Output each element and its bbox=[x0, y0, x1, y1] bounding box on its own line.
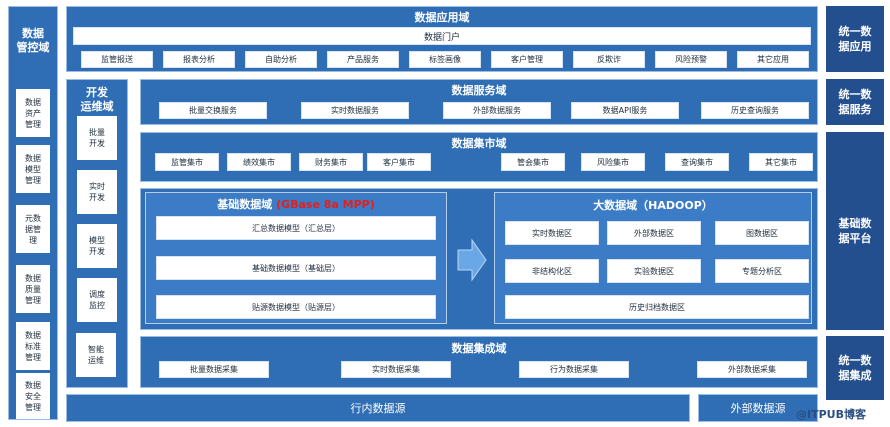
mart-item-other: 其它集市 bbox=[749, 153, 813, 171]
governance-item-asset: 数据 资产 管理 bbox=[16, 89, 50, 137]
mart-item-regulatory: 监管集市 bbox=[155, 153, 219, 171]
service-item-history: 历史查询服务 bbox=[701, 102, 809, 119]
mart-item-finance: 财务集市 bbox=[299, 153, 363, 171]
base-layer-summary: 汇总数据模型（汇总层） bbox=[156, 216, 436, 240]
internal-source-label: 行内数据源 bbox=[350, 402, 406, 415]
mart-domain-title: 数据集市域 bbox=[451, 137, 507, 150]
integration-domain-panel: 数据集成域 批量数据采集 实时数据采集 行为数据采集 外部数据采集 bbox=[140, 336, 818, 388]
app-item-product: 产品服务 bbox=[327, 51, 399, 68]
right-label-unified-app: 统一数 据应用 bbox=[826, 6, 884, 72]
bigdata-zone-experiment: 实验数据区 bbox=[607, 259, 701, 283]
app-item-antifraud: 反欺诈 bbox=[573, 51, 645, 68]
data-portal-box: 数据门户 bbox=[73, 27, 811, 45]
external-source-label: 外部数据源 bbox=[730, 402, 786, 415]
app-item-selfservice: 自助分析 bbox=[245, 51, 317, 68]
external-source-bar: 外部数据源 bbox=[698, 394, 818, 422]
base-data-domain-title: 基础数据域 (GBase 8a MPP) bbox=[146, 196, 446, 212]
integration-item-realtime: 实时数据采集 bbox=[341, 361, 451, 378]
governance-item-quality: 数据 质量 管理 bbox=[16, 265, 50, 313]
bigdata-domain: 大数据域（HADOOP） 实时数据区 外部数据区 图数据区 非结构化区 实验数据… bbox=[494, 192, 812, 324]
bigdata-zone-unstructured: 非结构化区 bbox=[505, 259, 599, 283]
devops-item-schedule: 调度 监控 bbox=[77, 278, 117, 322]
base-domain-title-note: (GBase 8a MPP) bbox=[276, 198, 375, 211]
devops-item-realtime: 实时 开发 bbox=[77, 170, 117, 214]
watermark-text: @ITPUB博客 bbox=[796, 408, 866, 421]
right-label-base-platform: 基础数 据平台 bbox=[826, 132, 884, 330]
mart-item-query: 查询集市 bbox=[665, 153, 729, 171]
mart-item-mgmt-accounting: 管会集市 bbox=[501, 153, 565, 171]
base-layer-foundation: 基础数据模型（基础层） bbox=[156, 256, 436, 280]
right-label-unified-integration: 统一数 据集成 bbox=[826, 336, 884, 400]
bigdata-zone-graph: 图数据区 bbox=[715, 221, 809, 245]
flow-arrow-icon bbox=[457, 238, 487, 282]
mart-domain-panel: 数据集市域 监管集市 绩效集市 财务集市 客户集市 管会集市 风险集市 查询集市… bbox=[140, 132, 818, 182]
right-label-unified-service: 统一数 据服务 bbox=[826, 79, 884, 125]
service-domain-title: 数据服务域 bbox=[451, 84, 507, 97]
bigdata-domain-title: 大数据域（HADOOP） bbox=[593, 199, 713, 212]
governance-item-model: 数据 模型 管理 bbox=[16, 145, 50, 193]
governance-domain-title: 数据 管控域 bbox=[16, 27, 50, 54]
bigdata-zone-topic: 专题分析区 bbox=[715, 259, 809, 283]
devops-domain-panel: 开发 运维域 批量 开发 实时 开发 模型 开发 调度 监控 智能 运维 bbox=[66, 79, 128, 332]
governance-item-metadata: 元数 据管 理 bbox=[16, 205, 50, 253]
app-item-risk: 风险预警 bbox=[655, 51, 727, 68]
mart-item-customer: 客户集市 bbox=[367, 153, 431, 171]
application-domain-title: 数据应用域 bbox=[414, 11, 470, 24]
app-item-regulatory: 监管报送 bbox=[81, 51, 153, 68]
devops-item-model: 模型 开发 bbox=[77, 224, 117, 268]
integration-item-batch: 批量数据采集 bbox=[159, 361, 269, 378]
devops-domain-title: 开发 运维域 bbox=[80, 86, 114, 113]
governance-domain-panel: 数据 管控域 数据 资产 管理 数据 模型 管理 元数 据管 理 数据 质量 管… bbox=[8, 6, 58, 420]
internal-source-bar: 行内数据源 bbox=[66, 394, 690, 422]
service-domain-panel: 数据服务域 批量交换服务 实时数据服务 外部数据服务 数据API服务 历史查询服… bbox=[140, 79, 818, 125]
service-item-external: 外部数据服务 bbox=[443, 102, 551, 119]
service-item-realtime: 实时数据服务 bbox=[301, 102, 409, 119]
service-item-batch-exchange: 批量交换服务 bbox=[159, 102, 267, 119]
integration-domain-title: 数据集成域 bbox=[451, 342, 507, 355]
service-item-api: 数据API服务 bbox=[571, 102, 679, 119]
integration-item-behavior: 行为数据采集 bbox=[519, 361, 629, 378]
bigdata-zone-external: 外部数据区 bbox=[607, 221, 701, 245]
app-item-tag: 标签画像 bbox=[409, 51, 481, 68]
devops-item-intelligent-ops: 智能 运维 bbox=[76, 333, 116, 377]
base-domain-title-text: 基础数据域 bbox=[217, 198, 273, 211]
governance-item-standard: 数据 标准 管理 bbox=[16, 322, 50, 370]
base-data-domain: 基础数据域 (GBase 8a MPP) 汇总数据模型（汇总层） 基础数据模型（… bbox=[145, 192, 447, 324]
bigdata-zone-realtime: 实时数据区 bbox=[505, 221, 599, 245]
devops-item-batch: 批量 开发 bbox=[77, 116, 117, 160]
app-item-other: 其它应用 bbox=[737, 51, 809, 68]
mart-item-performance: 绩效集市 bbox=[227, 153, 291, 171]
app-item-report: 报表分析 bbox=[163, 51, 235, 68]
bigdata-zone-history-archive: 历史归档数据区 bbox=[505, 295, 809, 319]
app-item-customer: 客户管理 bbox=[491, 51, 563, 68]
mart-item-risk: 风险集市 bbox=[581, 153, 645, 171]
integration-item-external: 外部数据采集 bbox=[697, 361, 807, 378]
governance-item-security: 数据 安全 管理 bbox=[16, 373, 50, 419]
application-domain-panel: 数据应用域 数据门户 监管报送 报表分析 自助分析 产品服务 标签画像 客户管理… bbox=[66, 6, 818, 72]
base-layer-source: 贴源数据模型（贴源层） bbox=[156, 295, 436, 319]
